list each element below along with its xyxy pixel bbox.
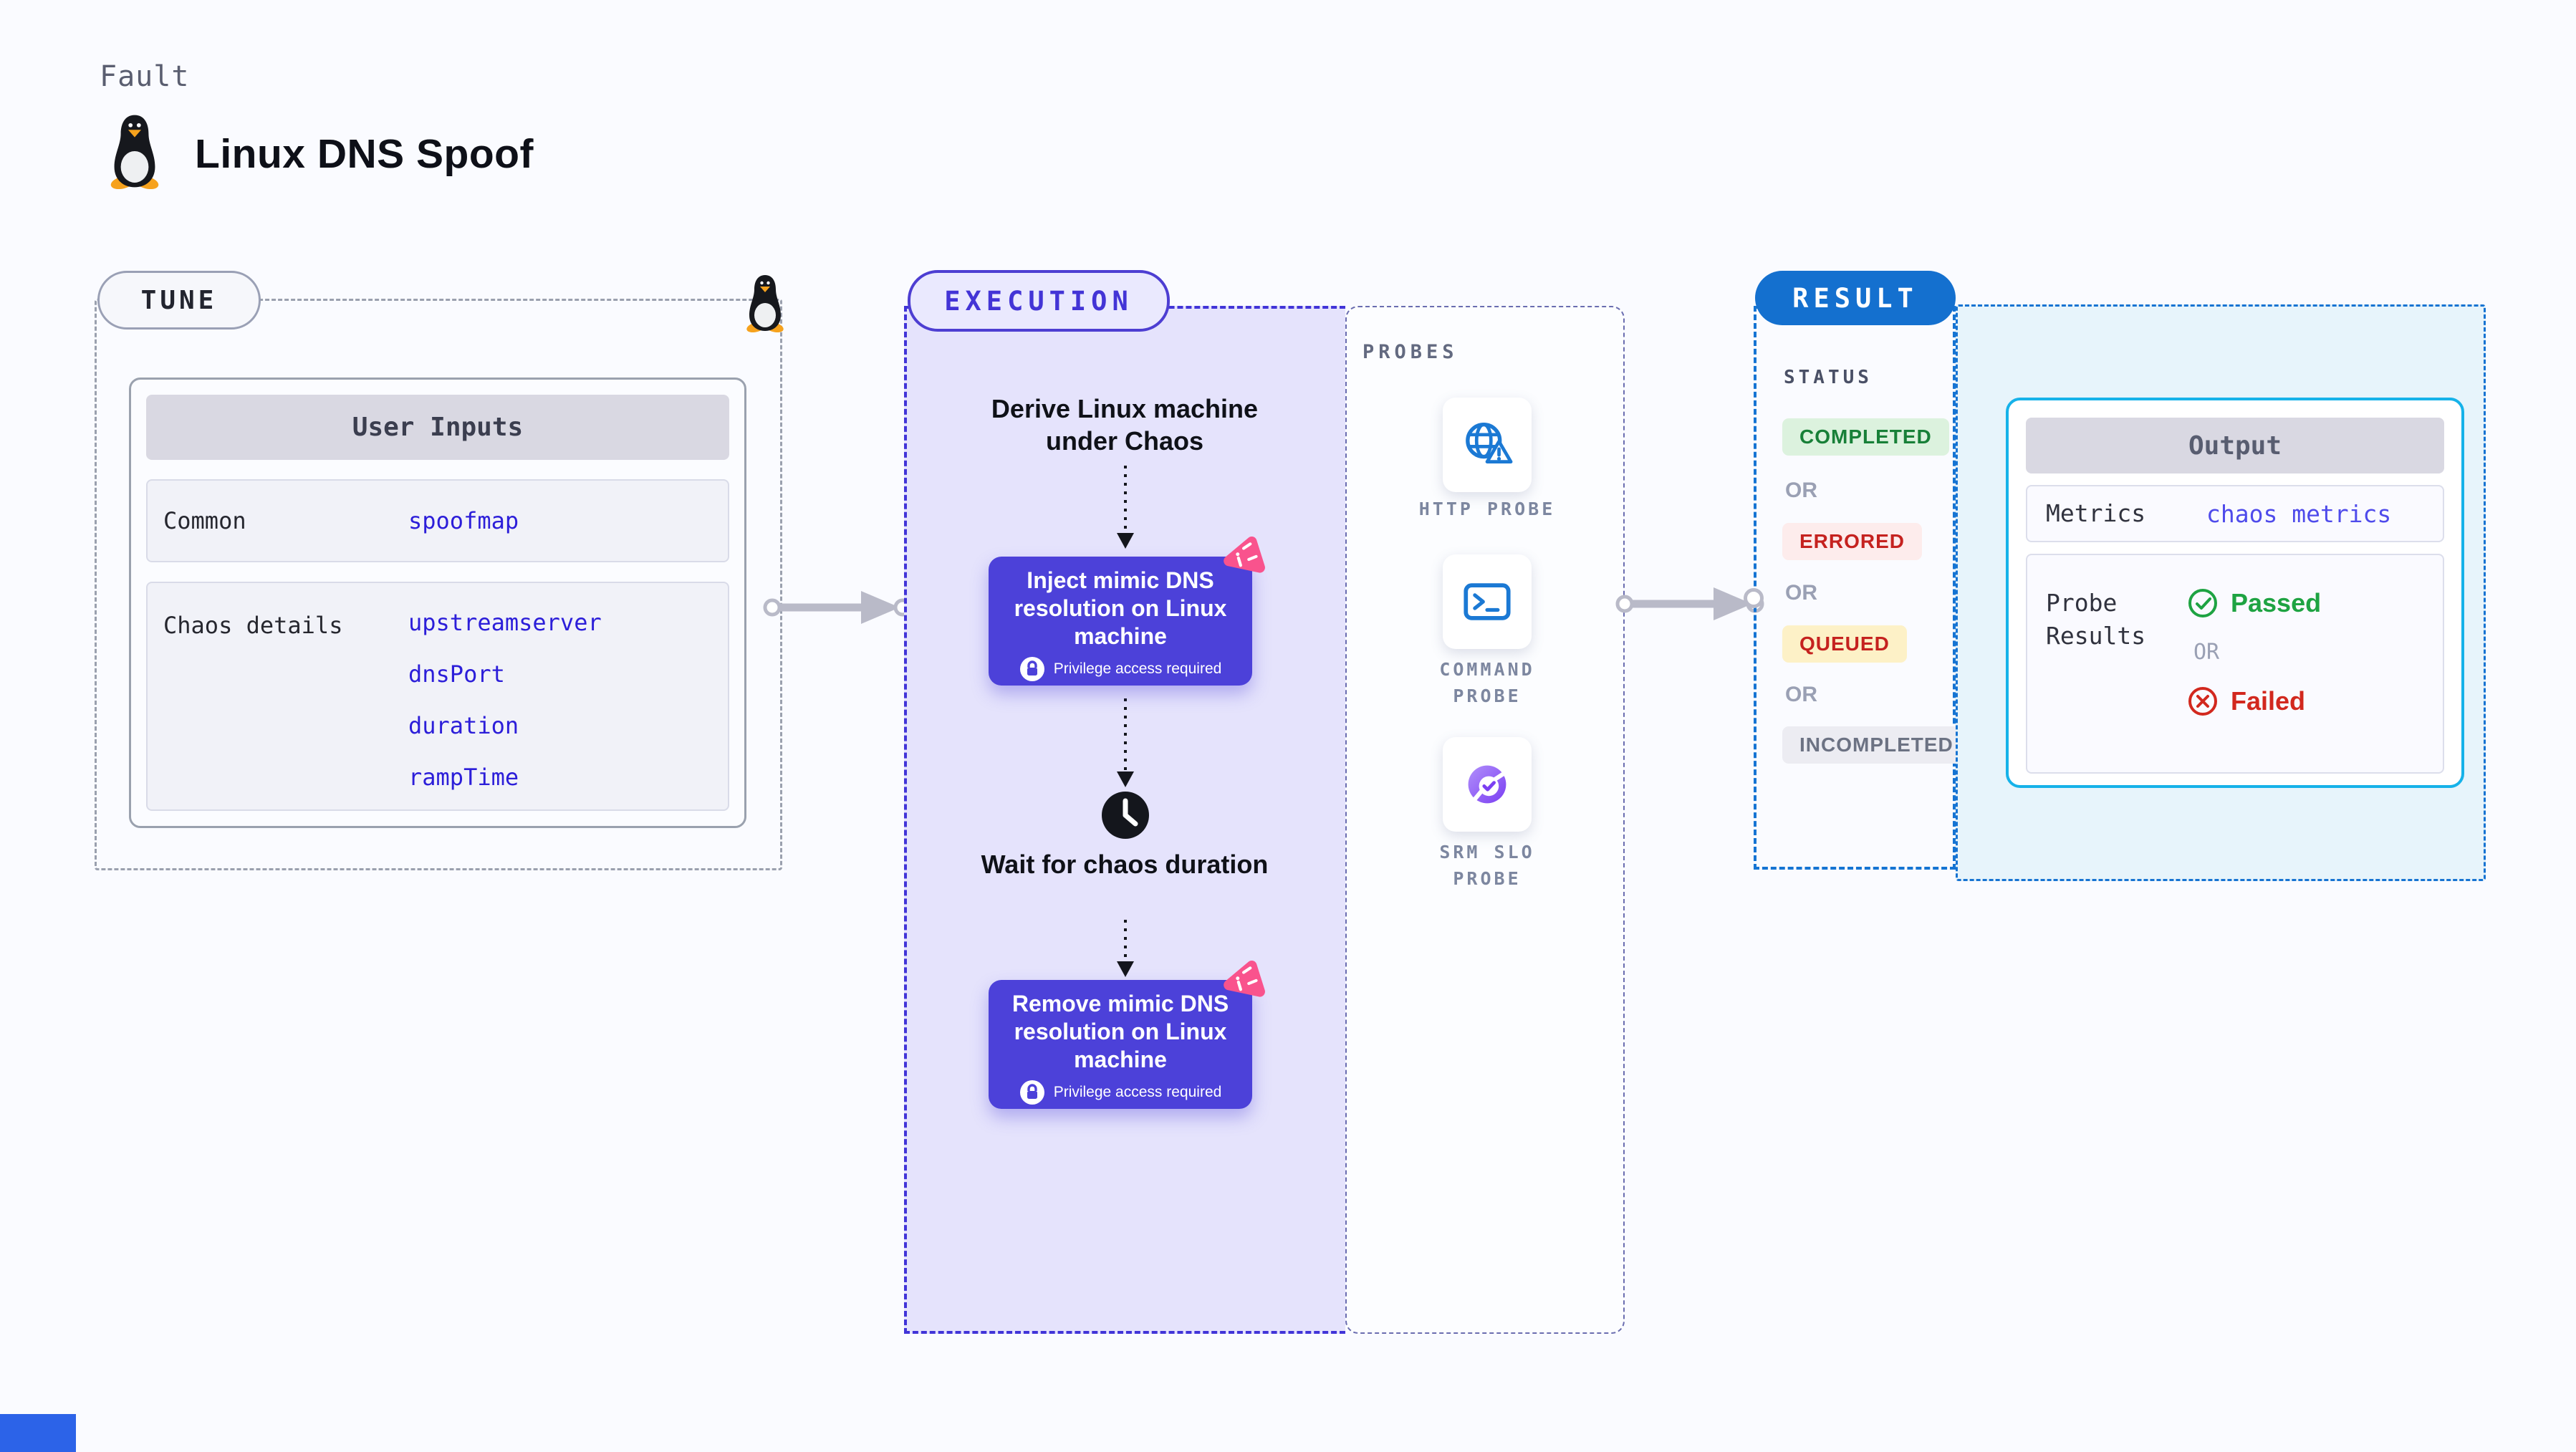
srm-slo-probe-label: SRM SLO PROBE [1439,842,1535,889]
row-value: rampTime [408,764,519,791]
privilege-note-label: Privilege access required [1053,660,1222,677]
privilege-note: Privilege access required [1003,656,1238,682]
execution-badge: EXECUTION [908,270,1170,332]
terminal-icon [1464,583,1511,620]
privilege-note: Privilege access required [1003,1080,1238,1105]
privilege-note-label: Privilege access required [1053,1084,1222,1100]
inject-chaos-step: Inject mimic DNS resolution on Linux mac… [989,557,1252,686]
linux-tux-icon [110,115,159,189]
srm-slo-probe-card [1443,737,1532,832]
command-probe-label: COMMAND PROBE [1439,659,1535,706]
wait-step-label: Wait for chaos duration [981,850,1269,879]
linux-tux-corner-icon [746,275,784,332]
metrics-row: Metrics chaos metrics [2026,485,2444,542]
http-probe-card [1443,398,1532,492]
user-inputs-table: User Inputs Common spoofmap Chaos detail… [129,378,746,828]
row-values: upstreamserver dnsPort duration rampTime [408,583,602,791]
probes-to-result-arrow [1615,587,1764,620]
row-value: duration [408,712,519,739]
x-circle-icon [2188,687,2217,716]
tune-badge: TUNE [97,271,261,330]
result-badge: RESULT [1755,271,1956,325]
status-badge-completed: COMPLETED [1782,418,1949,456]
row-label: Chaos details [163,612,343,639]
page-title: Linux DNS Spoof [195,131,534,177]
table-row-common: Common spoofmap [146,479,729,562]
check-circle-icon [2188,589,2217,617]
probe-outcomes: Passed OR Failed [2188,555,2321,716]
or-separator: OR [1785,479,1817,502]
slo-donut-check-icon [1468,765,1506,804]
passed-label: Passed [2231,588,2322,617]
status-badge-queued: QUEUED [1782,625,1907,663]
result-status-box [1754,306,1956,870]
probe-results-row: Probe Results Passed OR Failed [2026,554,2444,774]
lock-icon [1019,1080,1044,1105]
chaos-scratch-icon [1224,961,1265,997]
tune-section-box [95,299,782,870]
probes-label: PROBES [1363,341,1458,363]
status-badge-incompleted: INCOMPLETED [1782,726,1971,764]
command-probe-card [1443,554,1532,649]
metrics-value: chaos metrics [2206,499,2392,528]
output-card: Output Metrics chaos metrics Probe Resul… [2006,398,2464,788]
tune-to-execution-arrow [763,591,912,624]
globe-warning-icon [1466,422,1513,463]
fault-eyebrow: Fault [100,60,190,93]
flow-arrow-down [1117,466,1134,549]
remove-chaos-step: Remove mimic DNS resolution on Linux mac… [989,980,1252,1109]
row-value: dnsPort [408,660,505,688]
row-value: upstreamserver [408,609,602,636]
or-separator: OR [2193,640,2220,665]
failed-outcome: Failed [2188,686,2321,716]
wait-clock-icon [1102,792,1149,839]
user-inputs-header: User Inputs [146,395,729,460]
metrics-label: Metrics [2046,499,2146,527]
output-header: Output [2026,418,2444,473]
status-heading: STATUS [1784,367,1873,388]
remove-step-label: Remove mimic DNS resolution on Linux mac… [1011,991,1229,1072]
row-value: spoofmap [408,507,519,534]
or-separator: OR [1785,581,1817,605]
table-row-chaos-details: Chaos details upstreamserver dnsPort dur… [146,582,729,811]
probe-results-label: Probe Results [2046,589,2146,650]
connector-node [1744,588,1764,608]
chaos-scratch-icon [1224,537,1265,573]
lock-icon [1019,657,1044,681]
http-probe-label: HTTP PROBE [1418,499,1556,519]
inject-step-label: Inject mimic DNS resolution on Linux mac… [1014,567,1227,649]
passed-outcome: Passed [2188,588,2321,618]
flow-arrow-down [1117,698,1134,787]
partial-bottom-element [0,1414,76,1452]
failed-label: Failed [2231,686,2306,716]
flow-arrow-down [1117,920,1134,977]
status-badge-errored: ERRORED [1782,523,1923,560]
derive-step-label: Derive Linux machine under Chaos [991,394,1259,456]
or-separator: OR [1785,683,1817,706]
row-label: Common [163,507,246,534]
